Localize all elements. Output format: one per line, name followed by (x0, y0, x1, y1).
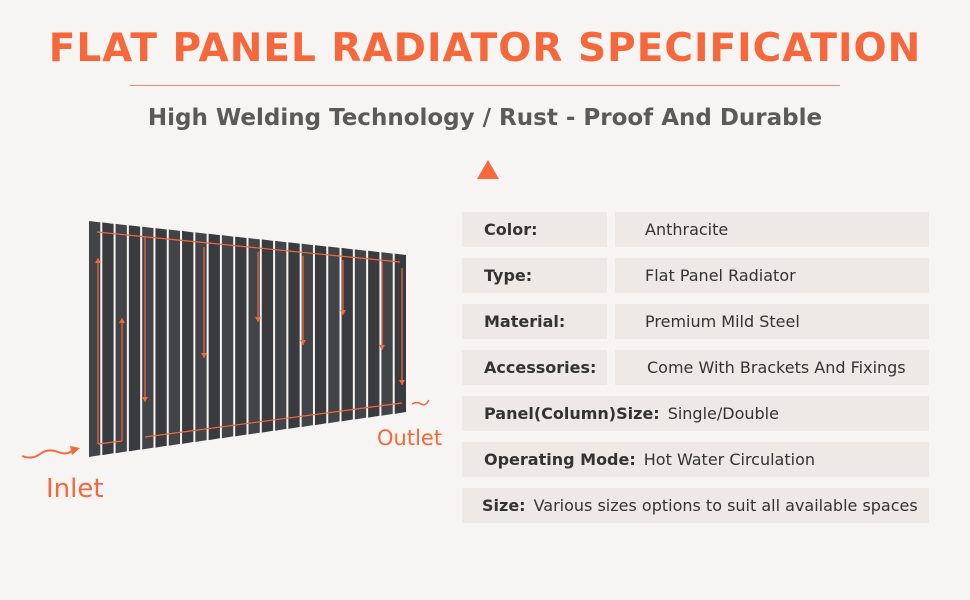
outlet-arrow-icon (411, 399, 430, 406)
radiator-column (235, 236, 247, 437)
spec-label: Size: (482, 496, 526, 515)
subtitle: High Welding Technology / Rust - Proof A… (147, 105, 823, 131)
spec-label: Operating Mode: (484, 450, 636, 469)
spec-label-color: Color: (462, 212, 607, 247)
arrow-head-icon (119, 318, 125, 323)
radiator-column (381, 252, 393, 416)
arrow-head-icon (142, 397, 148, 402)
flow-line-bottom-left (97, 440, 123, 445)
spec-label-material: Material: (462, 304, 607, 339)
spec-value: Single/Double (667, 404, 779, 423)
radiator-column (102, 222, 114, 456)
radiator-column (155, 228, 167, 448)
radiator-illustration (21, 221, 430, 459)
radiator-column (142, 226, 154, 450)
inlet-label: Inlet (46, 474, 104, 504)
radiator-column (275, 240, 287, 431)
spec-value-type: Flat Panel Radiator (615, 258, 929, 293)
inlet-arrow-icon (21, 448, 75, 459)
radiator-column (115, 223, 127, 454)
spec-label-accessories: Accessories: (462, 350, 607, 385)
radiator-column (301, 243, 313, 427)
radiator-column (208, 233, 220, 441)
inlet-arrowhead-icon (70, 446, 80, 455)
radiator-column (261, 239, 274, 433)
radiator-column (182, 230, 194, 444)
arrow-head-icon (95, 258, 101, 263)
arrow-head-icon (255, 317, 261, 322)
spec-row-operating-mode: Operating Mode: Hot Water Circulation (462, 442, 929, 477)
spec-value: Hot Water Circulation (643, 450, 816, 469)
page-title: FLAT PANEL RADIATOR SPECIFICATION (48, 26, 922, 71)
spec-value-material: Premium Mild Steel (615, 304, 929, 339)
radiator-column (314, 245, 327, 426)
flow-line-top (96, 231, 401, 263)
spec-value: Various sizes options to suit all availa… (533, 496, 918, 515)
spec-label: Panel(Column)Size: (484, 404, 660, 423)
spec-label-type: Type: (462, 258, 607, 293)
radiator-column (328, 246, 340, 424)
radiator-column (394, 253, 406, 414)
radiator-column (168, 229, 181, 446)
radiator-column (368, 250, 380, 418)
spec-value-color: Anthracite (615, 212, 929, 247)
title-divider (130, 85, 840, 86)
outlet-label: Outlet (377, 426, 443, 450)
spec-row-panel-size: Panel(Column)Size: Single/Double (462, 396, 929, 431)
radiator-column (341, 247, 353, 422)
arrow-head-icon (379, 345, 385, 350)
radiator-column (288, 242, 300, 429)
arrow-head-icon (340, 310, 346, 315)
spec-value-accessories: Come With Brackets And Fixings (615, 350, 929, 385)
arrow-head-icon (399, 380, 405, 385)
radiator-column (354, 249, 367, 420)
radiator-column (221, 235, 234, 439)
spec-row-size: Size: Various sizes options to suit all a… (462, 488, 929, 523)
triangle-icon (477, 160, 499, 179)
arrow-head-icon (201, 353, 207, 358)
radiator-column (248, 238, 260, 435)
radiator-column (128, 225, 141, 452)
arrow-head-icon (300, 340, 306, 345)
radiator-column (195, 232, 207, 442)
flow-line-bottom (144, 402, 403, 438)
